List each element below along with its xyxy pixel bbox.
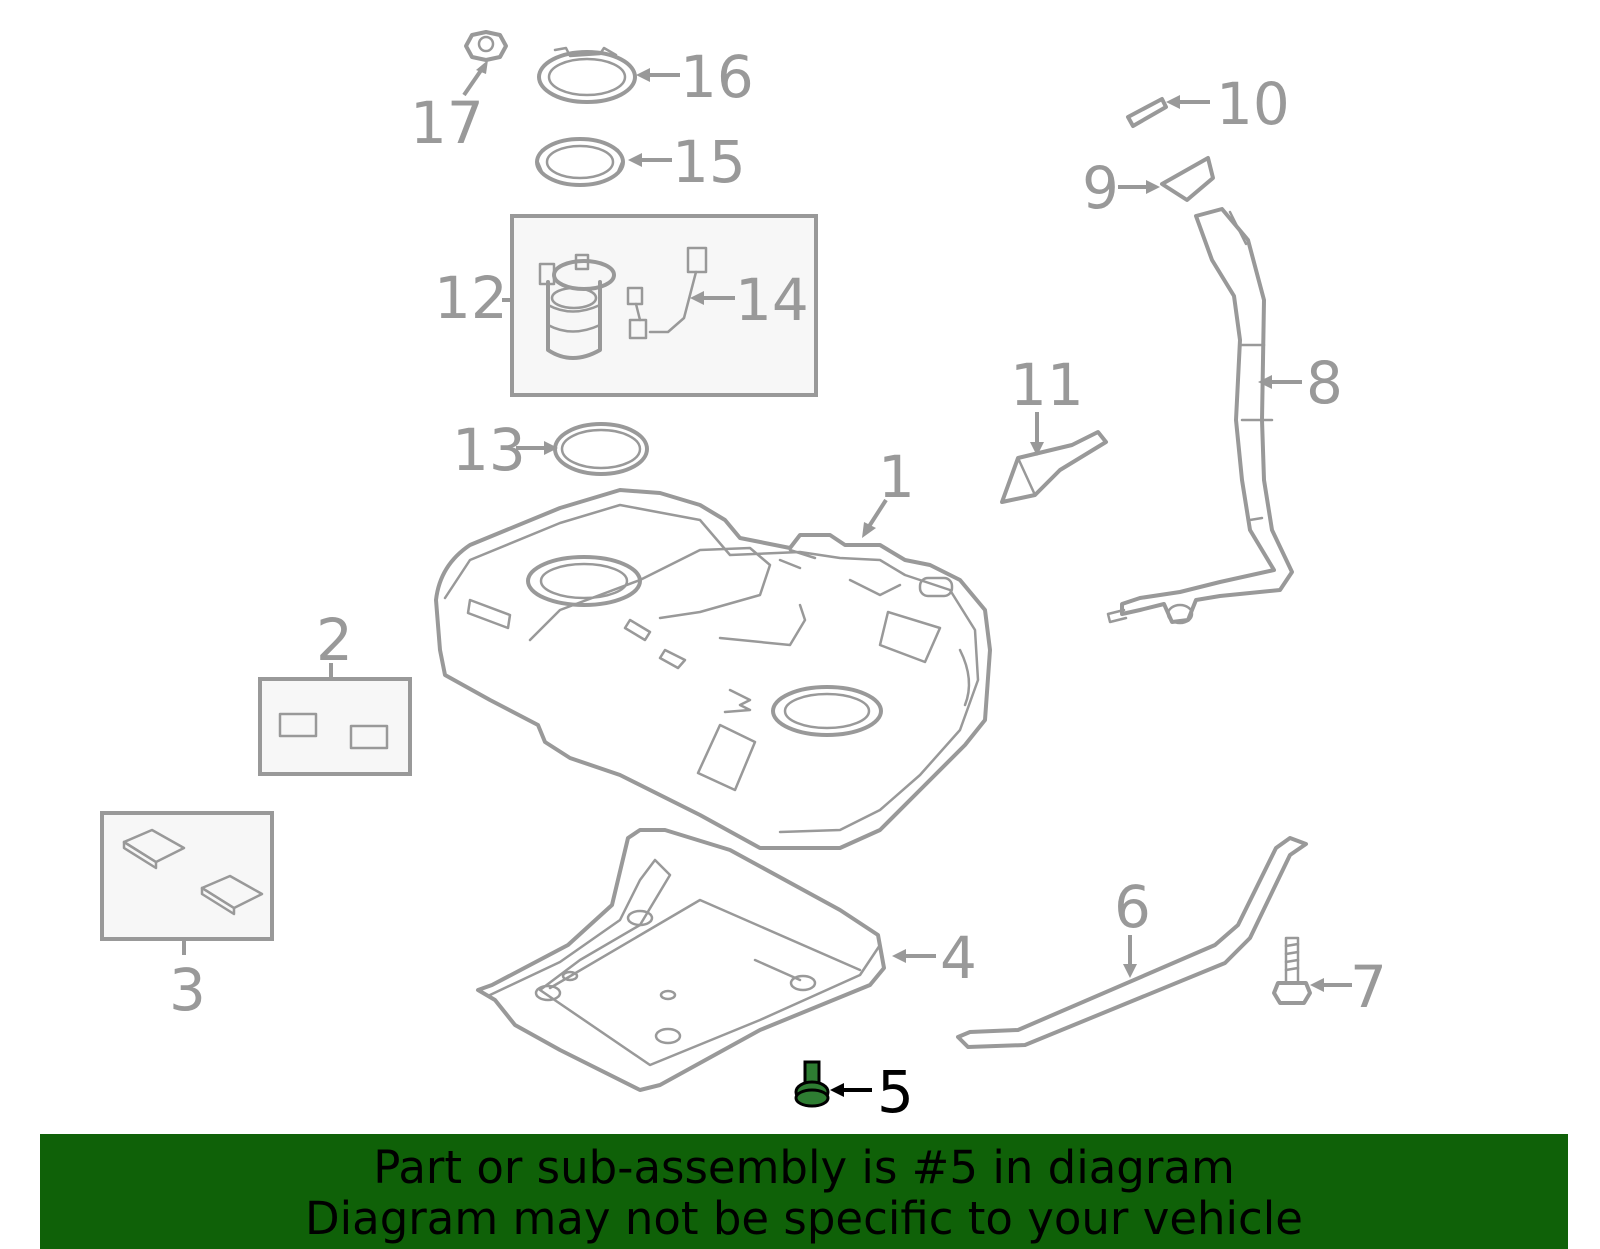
part-7-bolt — [1272, 936, 1312, 1005]
callout-11: 11 — [1010, 351, 1084, 419]
callout-10: 10 — [1216, 70, 1290, 138]
callout-16: 16 — [680, 43, 754, 111]
part-3-pads — [122, 828, 264, 916]
callout-5: 5 — [877, 1058, 914, 1126]
part-3-box — [100, 811, 274, 941]
part-6-strap — [956, 836, 1308, 1049]
callout-15: 15 — [672, 128, 746, 196]
callout-9: 9 — [1082, 154, 1119, 222]
part-8-filler-pipe — [1106, 207, 1294, 625]
callout-8: 8 — [1306, 349, 1343, 417]
callout-1: 1 — [878, 443, 915, 511]
callout-13: 13 — [452, 416, 526, 484]
part-14-harness — [626, 246, 708, 340]
callout-6: 6 — [1114, 873, 1151, 941]
callout-17: 17 — [410, 89, 484, 157]
banner-line-1: Part or sub-assembly is #5 in diagram — [373, 1141, 1235, 1194]
callout-14: 14 — [735, 266, 809, 334]
part-9-bracket — [1160, 156, 1215, 202]
part-4-shield — [476, 828, 886, 1092]
part-10-clip — [1126, 97, 1168, 128]
part-2-labels — [278, 712, 389, 750]
banner-line-2: Diagram may not be specific to your vehi… — [305, 1192, 1303, 1245]
part-17-nut — [464, 30, 508, 62]
callout-4: 4 — [940, 924, 977, 992]
part-16-lock-ring — [537, 46, 637, 104]
callout-12: 12 — [434, 264, 508, 332]
callout-7: 7 — [1350, 953, 1387, 1021]
part-5-bolt-highlighted — [794, 1060, 830, 1108]
part-12-pump-module — [538, 253, 616, 360]
part-15-seal — [535, 137, 625, 187]
part-13-o-ring — [553, 422, 649, 476]
callout-2: 2 — [316, 606, 353, 674]
callout-3: 3 — [169, 956, 206, 1024]
part-11-heat-shield — [1000, 430, 1108, 504]
info-banner: Part or sub-assembly is #5 in diagram Di… — [40, 1134, 1568, 1249]
part-1-fuel-tank — [434, 488, 992, 850]
